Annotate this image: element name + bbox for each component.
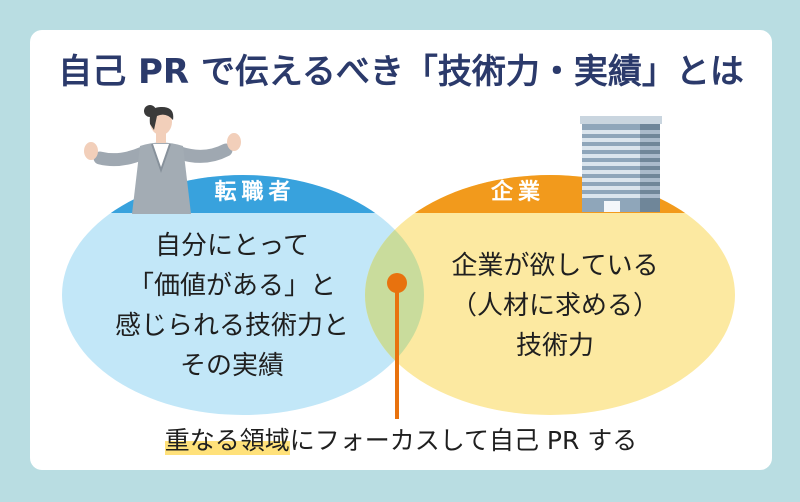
job-seeker-text: 自分にとって 「価値がある」と 感じられる技術力と その実績 bbox=[82, 226, 382, 386]
jacket-lapel bbox=[151, 143, 171, 174]
company-circle bbox=[365, 175, 735, 415]
caption-highlight: 重なる領域 bbox=[164, 426, 290, 455]
building-side-windows bbox=[640, 130, 660, 198]
neck bbox=[156, 132, 166, 143]
hair-bun bbox=[144, 105, 156, 117]
caption-text: にフォーカスして自己 PR する bbox=[289, 426, 638, 455]
company-line: （人材に求める） bbox=[450, 291, 659, 321]
building-windows bbox=[582, 130, 640, 198]
job-seeker-line: 自分にとって bbox=[155, 231, 309, 261]
company-text: 企業が欲している （人材に求める） 技術力 bbox=[405, 246, 705, 366]
job-seeker-label: 転職者 bbox=[214, 180, 296, 205]
company-line: 技術力 bbox=[515, 331, 594, 361]
right-hand bbox=[227, 133, 241, 151]
building-side bbox=[640, 124, 660, 212]
right-arm bbox=[173, 143, 233, 163]
shirt bbox=[153, 144, 169, 167]
caption: 重なる領域にフォーカスして自己 PR する bbox=[30, 424, 772, 458]
page-title: 自己 PR で伝えるべき「技術力・実績」とは bbox=[58, 52, 744, 92]
office-building-icon bbox=[580, 116, 662, 212]
company-line: 企業が欲している bbox=[451, 251, 659, 281]
left-hand bbox=[84, 142, 98, 160]
building-roof bbox=[580, 116, 662, 124]
left-arm bbox=[93, 146, 150, 167]
job-seeker-line: 「価値がある」と bbox=[127, 271, 336, 301]
job-seeker-line: 感じられる技術力と bbox=[114, 311, 349, 341]
pointer-dot bbox=[387, 273, 407, 293]
job-seeker-circle bbox=[62, 175, 424, 415]
company-label: 企業 bbox=[490, 180, 545, 205]
building-entrance bbox=[604, 201, 620, 212]
jacket bbox=[132, 142, 191, 214]
businesswoman-icon bbox=[84, 105, 241, 214]
pointer-line bbox=[395, 283, 399, 419]
job-seeker-line: その実績 bbox=[179, 351, 284, 381]
